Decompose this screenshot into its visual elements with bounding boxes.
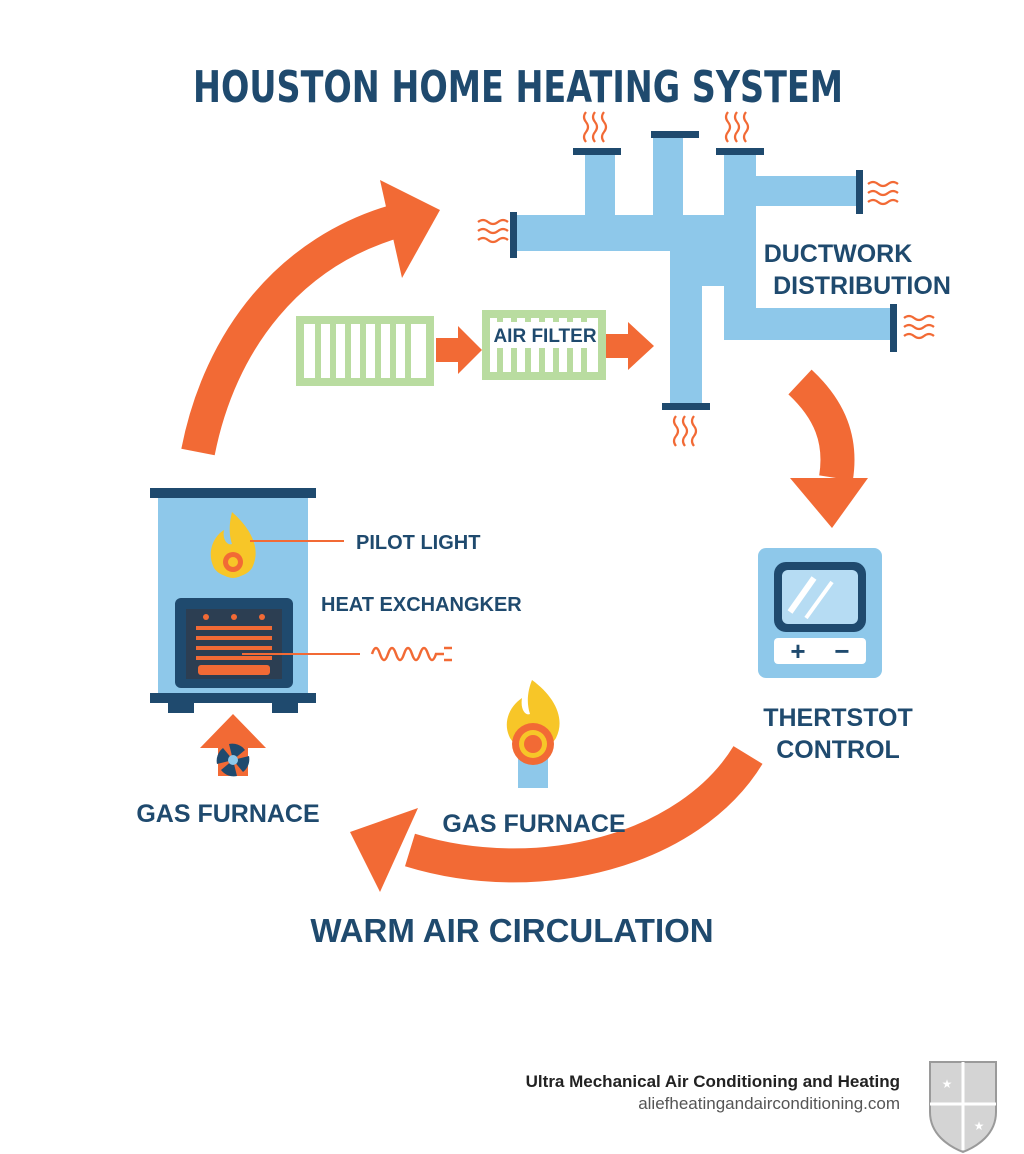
heat-wave-icon	[902, 314, 936, 340]
ductwork	[510, 131, 897, 410]
heat-wave-icon	[866, 180, 900, 206]
gas-furnace-left-label: GAS FURNACE	[136, 800, 319, 828]
thermostat-plus-button: +	[790, 636, 805, 666]
svg-text:★: ★	[942, 1077, 953, 1091]
heat-exchanger	[196, 614, 272, 675]
circulation-arrow-bottom	[350, 745, 763, 892]
gas-furnace	[150, 488, 316, 713]
pilot-light-label: PILOT LIGHT	[356, 532, 480, 554]
shield-logo-icon: ★ ★	[929, 1061, 997, 1154]
footer-url[interactable]: aliefheatingandairconditioning.com	[638, 1094, 900, 1113]
svg-text:★: ★	[974, 1119, 985, 1133]
circulation-arrow-up	[181, 180, 440, 456]
thermostat-icon	[758, 548, 882, 678]
heat-wave-icon	[672, 414, 698, 448]
page-title: HOUSTON HOME HEATING SYSTEM	[193, 62, 843, 113]
heat-wave-icon	[476, 218, 510, 244]
coil-icon	[370, 646, 452, 662]
circulation-arrow-down	[788, 369, 868, 528]
ductwork-label: DUCTWORK	[764, 240, 913, 268]
footer-brand: Ultra Mechanical Air Conditioning and He…	[525, 1072, 900, 1091]
thermostat-label: THERTSTOT	[763, 704, 913, 732]
thermostat-minus-button: −	[834, 636, 849, 666]
distribution-label: DISTRIBUTION	[773, 272, 951, 300]
fan-icon	[216, 743, 250, 777]
return-grille	[296, 316, 434, 386]
flow-arrow	[436, 326, 482, 374]
heat-wave-icon	[724, 110, 750, 144]
flow-arrow	[606, 322, 654, 370]
control-label: CONTROL	[776, 736, 900, 764]
air-filter-label: AIR FILTER	[493, 326, 596, 347]
air-filter	[482, 310, 606, 380]
heat-exchanger-label: HEAT EXCHANGKER	[321, 594, 522, 616]
gas-furnace-center-label: GAS FURNACE	[442, 810, 625, 838]
flame-icon	[210, 512, 256, 578]
heat-wave-icon	[582, 110, 608, 144]
gas-burner	[506, 680, 560, 788]
warm-air-circulation-label: WARM AIR CIRCULATION	[310, 912, 713, 949]
